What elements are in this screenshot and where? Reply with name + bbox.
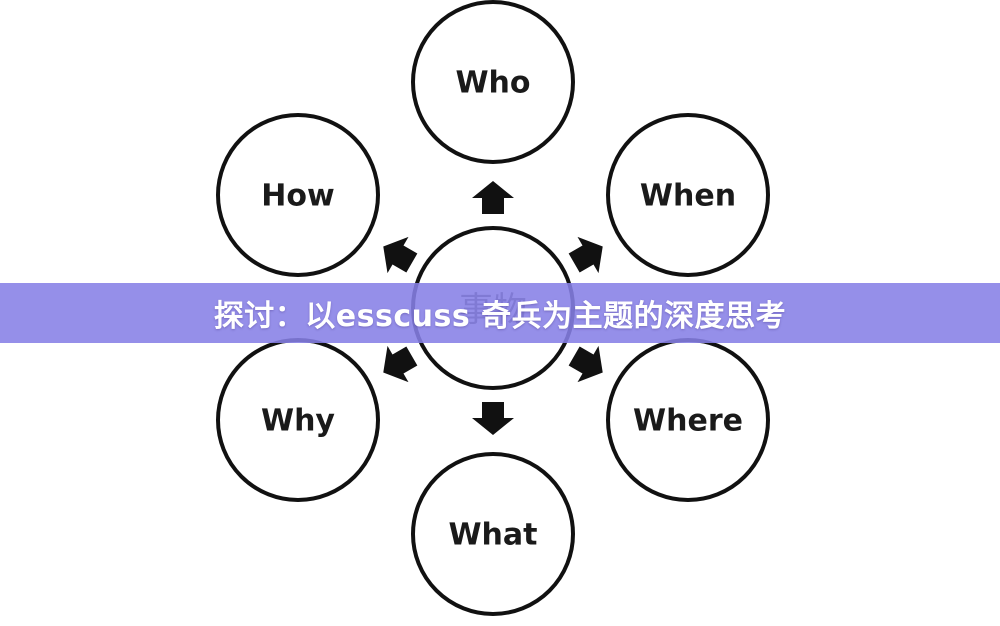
node-what: What — [411, 452, 575, 616]
node-how-label: How — [261, 179, 334, 214]
node-where-label: Where — [633, 404, 743, 439]
node-how-circle — [216, 113, 380, 277]
node-why-label: Why — [261, 404, 335, 439]
node-who: Who — [411, 0, 575, 164]
arrow-upper-left-icon — [383, 236, 418, 274]
node-when-circle — [606, 113, 770, 277]
node-when: When — [606, 113, 770, 277]
node-where: Where — [606, 338, 770, 502]
node-what-circle — [411, 452, 575, 616]
arrows — [383, 181, 603, 435]
node-when-label: When — [640, 179, 736, 214]
node-who-label: Who — [455, 66, 530, 101]
arrow-lower-right-icon — [568, 345, 603, 383]
title-banner: 探讨：以esscuss 奇兵为主题的深度思考 — [0, 283, 1000, 343]
arrow-down-icon — [472, 402, 514, 435]
node-how: How — [216, 113, 380, 277]
node-who-circle — [411, 0, 575, 164]
banner-title: 探讨：以esscuss 奇兵为主题的深度思考 — [213, 299, 787, 334]
arrow-lower-left-icon — [383, 345, 418, 383]
node-what-label: What — [448, 518, 537, 553]
arrow-up-icon — [472, 181, 514, 214]
node-why: Why — [216, 338, 380, 502]
arrow-upper-right-icon — [568, 236, 603, 274]
